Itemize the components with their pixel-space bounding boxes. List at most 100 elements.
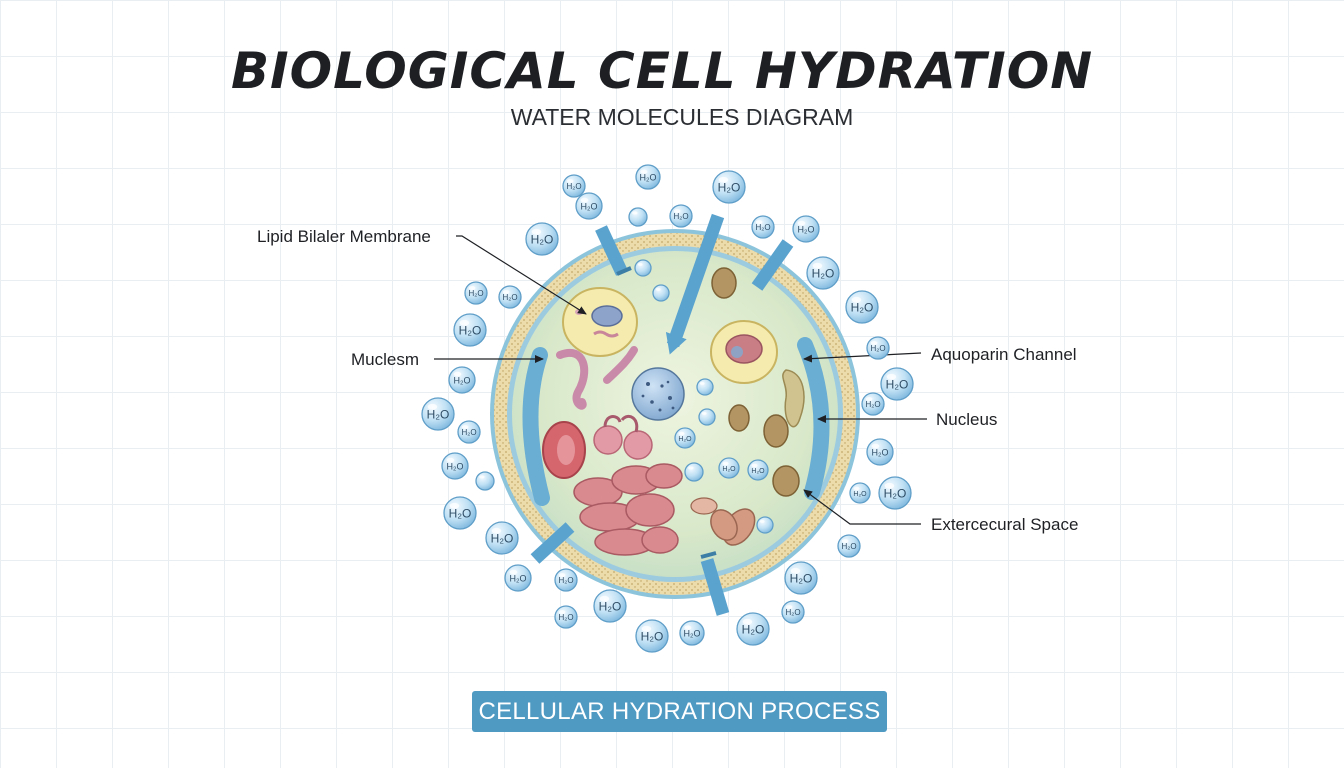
water-molecule-label: H₂O <box>447 462 464 472</box>
channel-cap <box>616 266 632 276</box>
water-molecule: H₂O <box>674 427 696 449</box>
water-molecules: H₂O H₂O H₂O H₂O H₂O H₂O H₂O H₂O H₂O H₂O H₂O H₂O H₂O H… <box>421 164 914 653</box>
water-molecule: H₂O <box>554 605 578 629</box>
water-molecule-label: H₂O <box>865 400 880 409</box>
water-molecule-label: H₂O <box>722 466 736 473</box>
water-molecule: H₂O <box>806 256 840 290</box>
water-molecule: H₂O <box>878 476 912 510</box>
channel-bottom-left <box>530 522 575 564</box>
water-molecule-label: H₂O <box>798 225 815 235</box>
page-title: BIOLOGICAL CELL HYDRATION <box>230 42 1094 100</box>
organelle-pair <box>593 425 623 455</box>
water-molecule-label: H₂O <box>461 428 476 437</box>
water-molecule: H₂O <box>485 521 519 555</box>
water-molecule <box>698 408 716 426</box>
water-molecule: H₂O <box>866 438 894 466</box>
water-molecule: H₂O <box>575 192 603 220</box>
water-molecule <box>475 471 495 491</box>
water-flow-arrow <box>665 213 725 355</box>
water-molecule: H₂O <box>837 534 861 558</box>
water-molecule <box>684 462 704 482</box>
water-molecule: H₂O <box>443 496 477 530</box>
water-molecule: H₂O <box>421 397 455 431</box>
label-aquoparin-channel: Aquoparin Channel <box>931 345 1077 364</box>
page-subtitle: WATER MOLECULES DIAGRAM <box>510 104 854 130</box>
water-molecule-label: H₂O <box>673 212 688 221</box>
water-molecule-label: H₂O <box>449 506 472 520</box>
water-molecule: H₂O <box>457 420 481 444</box>
water-molecule-label: H₂O <box>751 468 765 475</box>
water-molecule-label: H₂O <box>785 608 800 617</box>
water-molecule-label: H₂O <box>684 628 701 638</box>
water-molecule: H₂O <box>498 285 522 309</box>
tan-organelle <box>782 369 805 428</box>
water-molecule: H₂O <box>751 215 775 239</box>
water-molecule: H₂O <box>784 561 818 595</box>
channel-top-left <box>595 225 628 276</box>
water-molecule-label: H₂O <box>790 571 813 585</box>
water-molecule-label: H₂O <box>841 542 856 551</box>
water-molecule: H₂O <box>453 313 487 347</box>
water-molecule: H₂O <box>448 366 476 394</box>
water-molecule: H₂O <box>849 482 871 504</box>
water-molecule-label: H₂O <box>755 223 770 232</box>
water-molecule-label: H₂O <box>884 486 907 500</box>
water-molecule <box>696 378 714 396</box>
water-molecule: H₂O <box>792 215 820 243</box>
water-molecule: H₂O <box>525 222 559 256</box>
water-molecule-label: H₂O <box>853 491 867 498</box>
water-molecule-label: H₂O <box>531 232 554 246</box>
water-molecule: H₂O <box>464 281 488 305</box>
water-molecule: H₂O <box>880 367 914 401</box>
water-molecule-label: H₂O <box>742 622 765 636</box>
water-molecule-label: H₂O <box>468 289 483 298</box>
water-molecule: H₂O <box>504 564 532 592</box>
water-molecule-label: H₂O <box>870 344 885 353</box>
label-extracellular-space: Extercecural Space <box>931 515 1078 534</box>
organelles <box>542 267 805 556</box>
water-molecule-label: H₂O <box>491 531 514 545</box>
water-molecule-label: H₂O <box>427 407 450 421</box>
water-molecule-label: H₂O <box>678 436 692 443</box>
water-molecule: H₂O <box>781 600 805 624</box>
water-molecule: H₂O <box>593 589 627 623</box>
water-molecule-label: H₂O <box>558 613 573 622</box>
channel-top-right <box>751 239 794 291</box>
water-molecule-label: H₂O <box>872 448 889 458</box>
water-molecule: H₂O <box>441 452 469 480</box>
process-banner: CELLULAR HYDRATION PROCESS <box>472 691 887 732</box>
channel-cap <box>700 551 717 559</box>
channel-bottom-right <box>700 558 730 616</box>
water-molecule <box>634 259 652 277</box>
nucleus <box>631 367 685 421</box>
aquaporin-channels <box>530 213 794 616</box>
water-molecule-label: H₂O <box>640 172 657 182</box>
water-molecule-label: H₂O <box>502 293 517 302</box>
label-nucleus: Nucleus <box>936 410 997 429</box>
water-molecule-label: H₂O <box>851 300 874 314</box>
label-muclesm: Muclesm <box>351 350 419 369</box>
inner-band-left <box>522 347 550 506</box>
water-molecule: H₂O <box>635 619 669 653</box>
water-molecule: H₂O <box>679 620 705 646</box>
endoplasmic-reticulum <box>573 463 683 556</box>
water-molecule-label: H₂O <box>459 323 482 337</box>
water-molecule <box>756 516 774 534</box>
water-molecule: H₂O <box>562 174 586 198</box>
water-molecule: H₂O <box>747 459 769 481</box>
water-molecule-label: H₂O <box>581 202 598 212</box>
water-molecule <box>652 284 670 302</box>
water-molecule-label: H₂O <box>812 266 835 280</box>
water-molecule-label: H₂O <box>566 182 581 191</box>
leader-lines <box>434 235 927 525</box>
golgi <box>556 348 589 410</box>
water-molecule-label: H₂O <box>510 574 527 584</box>
water-molecule: H₂O <box>554 568 578 592</box>
water-molecule: H₂O <box>861 392 885 416</box>
water-molecule: H₂O <box>718 457 740 479</box>
water-molecule-label: H₂O <box>886 377 909 391</box>
water-molecule-label: H₂O <box>718 180 741 194</box>
water-molecule: H₂O <box>669 204 693 228</box>
brown-organelle <box>711 267 737 299</box>
